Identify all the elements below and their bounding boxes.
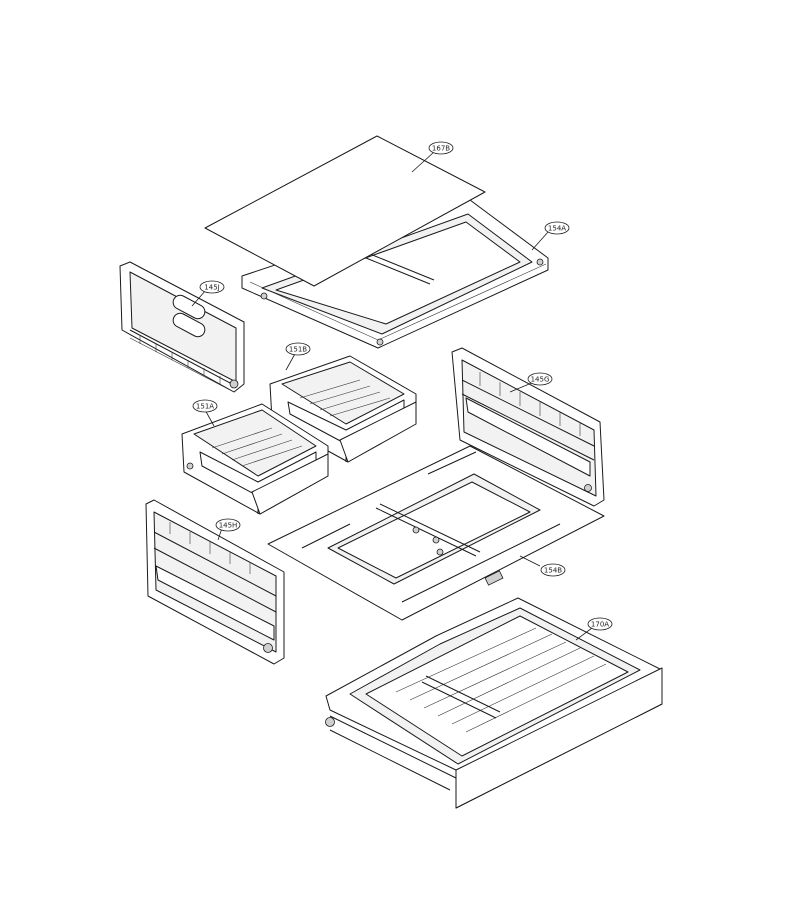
divider-shelf-154b bbox=[267, 445, 605, 621]
callout-145h: 145H bbox=[215, 518, 241, 532]
crisper-drawer-151a bbox=[181, 403, 329, 515]
callout-154a: 154A bbox=[544, 221, 570, 235]
svg-text:145G: 145G bbox=[531, 376, 550, 384]
svg-text:145H: 145H bbox=[219, 522, 238, 530]
svg-text:154B: 154B bbox=[544, 567, 562, 575]
glass-shelf-167b bbox=[204, 135, 486, 287]
side-bracket-145g bbox=[451, 347, 605, 507]
callout-145j: 145J bbox=[199, 280, 225, 294]
side-bracket-145j bbox=[119, 261, 245, 393]
bottom-drawer-170a bbox=[325, 597, 663, 809]
callout-151a: 151A bbox=[192, 399, 218, 413]
svg-text:170A: 170A bbox=[591, 621, 609, 629]
svg-text:154A: 154A bbox=[548, 225, 566, 233]
shelf-frame-154a bbox=[241, 199, 549, 349]
svg-text:151B: 151B bbox=[289, 346, 307, 354]
svg-text:145J: 145J bbox=[204, 284, 219, 292]
side-bracket-145h bbox=[145, 499, 285, 665]
svg-text:167B: 167B bbox=[432, 145, 450, 153]
callout-151b: 151B bbox=[285, 342, 311, 356]
callout-170a: 170A bbox=[587, 617, 613, 631]
callout-154b: 154B bbox=[540, 563, 566, 577]
svg-text:151A: 151A bbox=[196, 403, 214, 411]
callout-145g: 145G bbox=[527, 372, 553, 386]
callout-167b: 167B bbox=[428, 141, 454, 155]
